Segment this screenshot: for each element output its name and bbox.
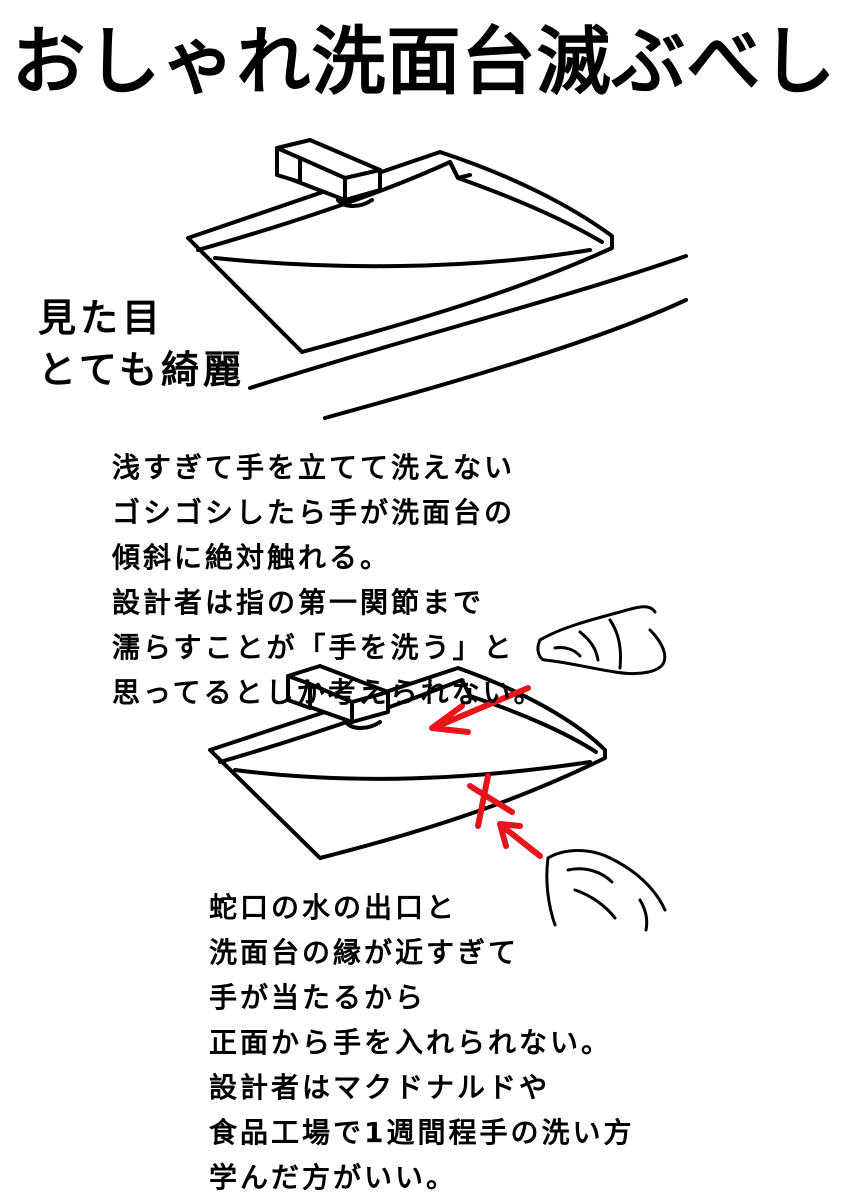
paragraph-line: 浅すぎて手を立てて洗えない <box>112 451 516 484</box>
countertop-line <box>323 298 688 420</box>
caption-line: 見た目 <box>38 296 165 340</box>
faucet-icon <box>286 664 390 730</box>
sink-illustration-top <box>186 138 688 420</box>
annotation-marks <box>429 685 543 859</box>
paragraph-line: 蛇口の水の出口と <box>209 891 458 924</box>
paragraph-line: 学んだ方がいい。 <box>209 1161 458 1194</box>
page-title: おしゃれ洗面台滅ぶべし <box>11 19 837 105</box>
caption: 見た目 とても綺麗 <box>38 292 245 396</box>
red-arrow-icon <box>497 821 543 859</box>
paragraph-line: 思ってるとしか考えられない。 <box>112 676 545 709</box>
paragraph-line: 設計者は指の第一関節まで <box>112 586 485 619</box>
paragraph-line: ゴシゴシしたら手が洗面台の <box>112 496 516 529</box>
sink-basin-inner <box>196 160 604 252</box>
paragraph-line: 正面から手を入れられない。 <box>209 1026 613 1059</box>
faucet-icon <box>275 138 382 208</box>
paragraph-line: 洗面台の縁が近すぎて <box>209 936 520 969</box>
caption-line: とても綺麗 <box>38 348 245 392</box>
sink-basin-icon <box>186 150 614 354</box>
countertop-line <box>248 254 688 390</box>
red-x-mark-icon <box>467 773 515 829</box>
red-arrow-icon <box>429 685 531 735</box>
paragraph-line: 設計者はマクドナルドや <box>209 1071 551 1104</box>
paragraph-2: 蛇口の水の出口と 洗面台の縁が近すぎて 手が当たるから 正面から手を入れられない… <box>209 885 634 1200</box>
hand-icon-lower <box>545 849 667 932</box>
paragraph-1: 浅すぎて手を立てて洗えない ゴシゴシしたら手が洗面台の 傾斜に絶対触れる。 設計… <box>112 445 545 715</box>
paragraph-line: 食品工場で1週間程手の洗い方 <box>209 1116 635 1149</box>
paragraph-line: 傾斜に絶対触れる。 <box>112 541 392 574</box>
hand-icon-upper <box>536 605 667 676</box>
paragraph-line: 濡らすことが「手を洗う」と <box>112 631 515 664</box>
paragraph-line: 手が当たるから <box>209 981 427 1014</box>
